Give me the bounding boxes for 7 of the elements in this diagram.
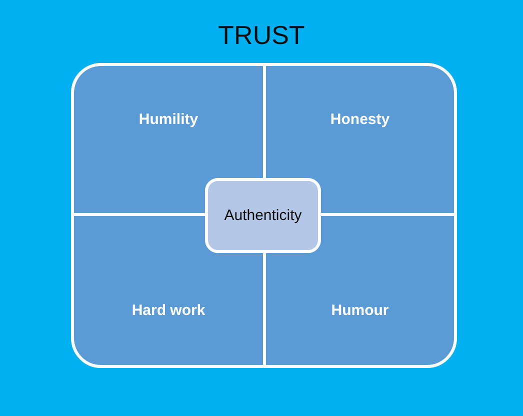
diagram-title: TRUST xyxy=(218,20,305,50)
center-box xyxy=(205,178,321,253)
quadrant-label: Honesty xyxy=(330,111,390,129)
quadrant-label: Hard work xyxy=(132,302,206,320)
center-label: Authenticity xyxy=(224,206,302,224)
quadrant-label: Humour xyxy=(331,302,389,320)
quadrant-label: Humility xyxy=(138,111,198,129)
